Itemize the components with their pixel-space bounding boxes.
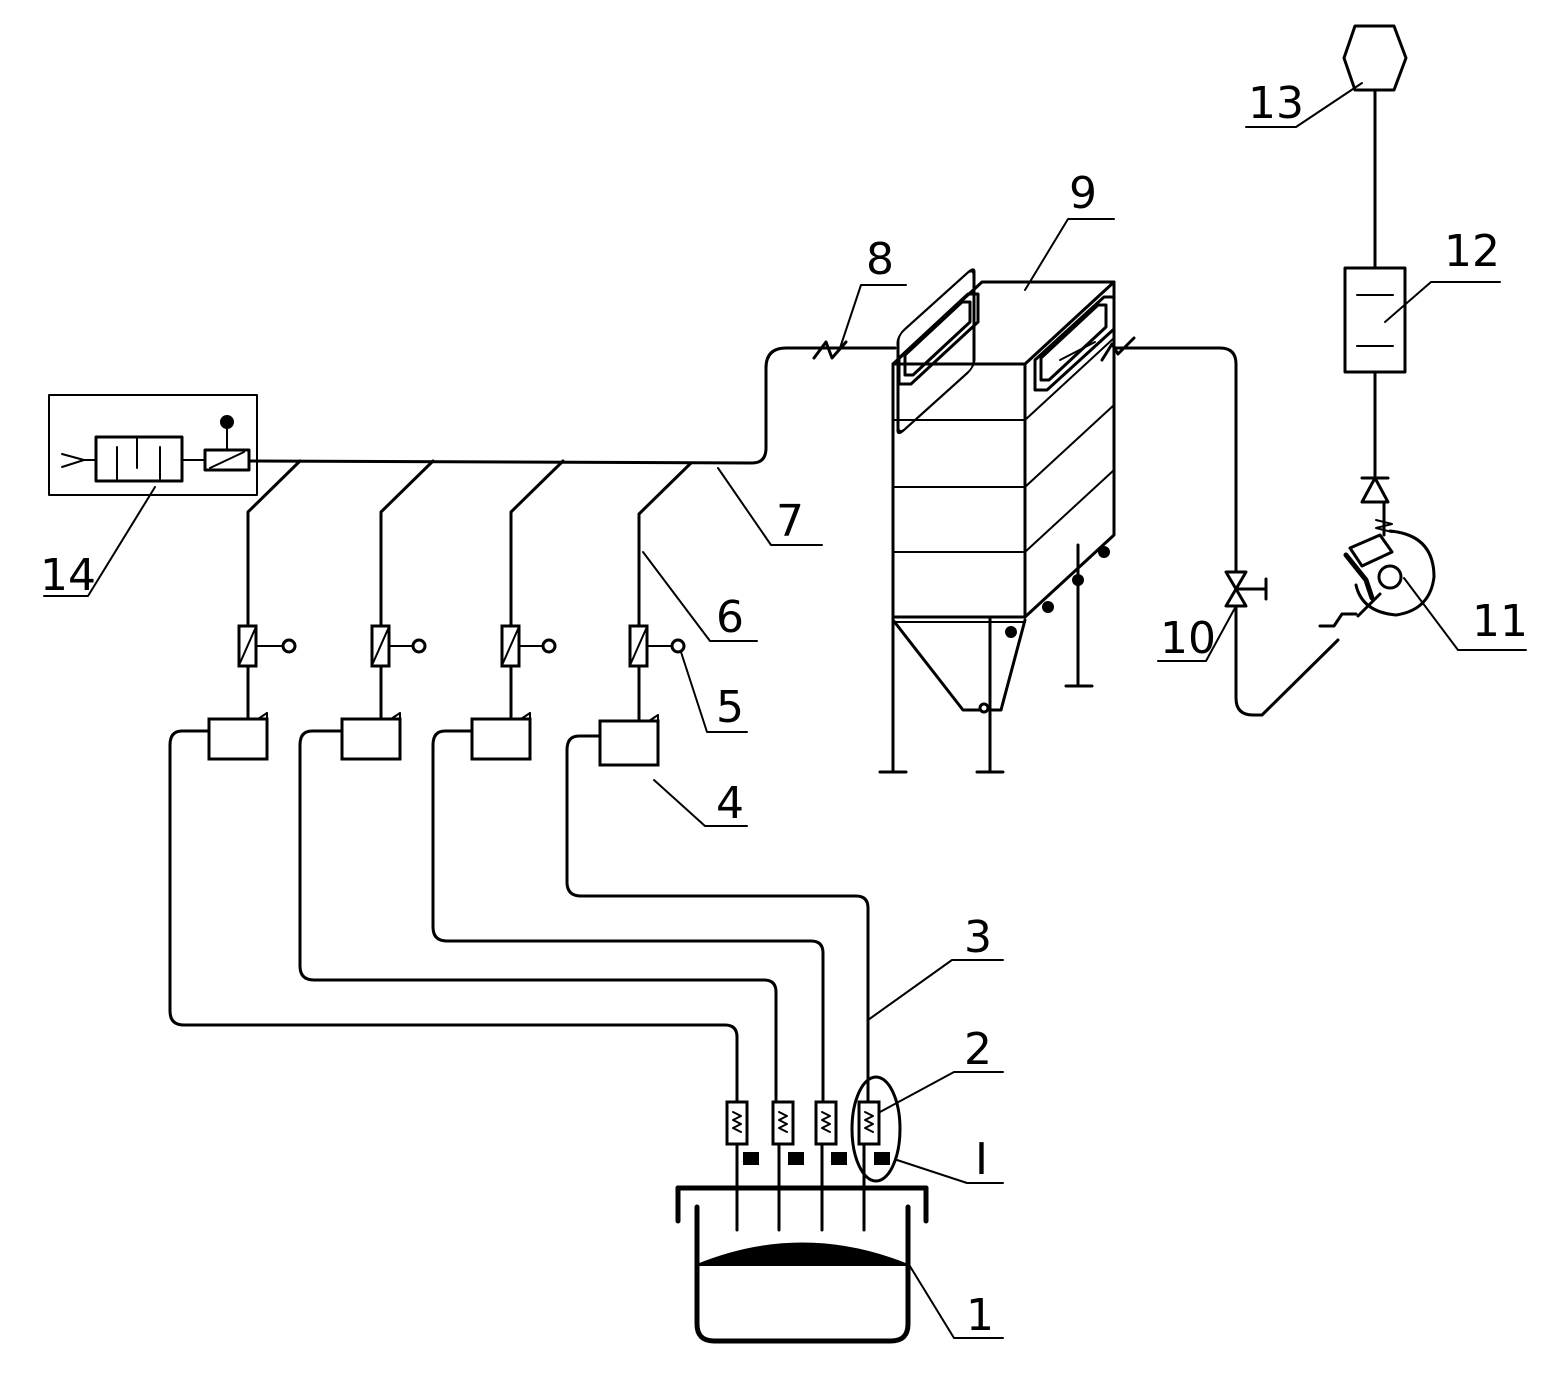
label-6: 6 [716, 592, 744, 643]
label-8: 8 [866, 234, 894, 285]
sampling-probe-icon [773, 1102, 803, 1230]
outlet-pipe [1102, 338, 1380, 715]
ladle-vessel-icon [678, 1188, 926, 1341]
filter-box-icon [472, 719, 530, 759]
sampling-probe-icon [859, 1102, 889, 1230]
gate-valve-icon [1226, 572, 1266, 606]
sampling-probe-icon [816, 1102, 846, 1230]
label-12: 12 [1444, 226, 1500, 277]
filter-box-icon [600, 721, 658, 765]
label-I: I [975, 1134, 988, 1185]
silencer-icon [1345, 268, 1405, 372]
label-13: 13 [1248, 78, 1304, 129]
sampling-probe-icon [727, 1102, 758, 1230]
branch-line-1 [170, 461, 737, 1100]
label-5: 5 [716, 682, 744, 733]
filter-box-icon [209, 719, 267, 759]
sampling-probe-group [727, 1102, 889, 1230]
label-7: 7 [776, 496, 804, 547]
fan-icon [1346, 504, 1434, 615]
exhaust-cap-icon [1344, 26, 1406, 90]
air-supply-unit-icon [49, 395, 257, 495]
label-3: 3 [964, 912, 992, 963]
callout-leaders [44, 83, 1526, 1338]
branch-line-3 [433, 461, 823, 1100]
filter-box-icon [342, 719, 400, 759]
label-14: 14 [40, 550, 96, 601]
label-2: 2 [964, 1024, 992, 1075]
dust-collector-icon [880, 267, 1114, 772]
label-11: 11 [1472, 596, 1528, 647]
label-1: 1 [966, 1290, 994, 1341]
branch-line-2 [300, 461, 776, 1100]
label-10: 10 [1160, 613, 1216, 664]
main-pipe-icon [249, 348, 895, 463]
label-9: 9 [1069, 168, 1097, 219]
label-4: 4 [716, 778, 744, 829]
